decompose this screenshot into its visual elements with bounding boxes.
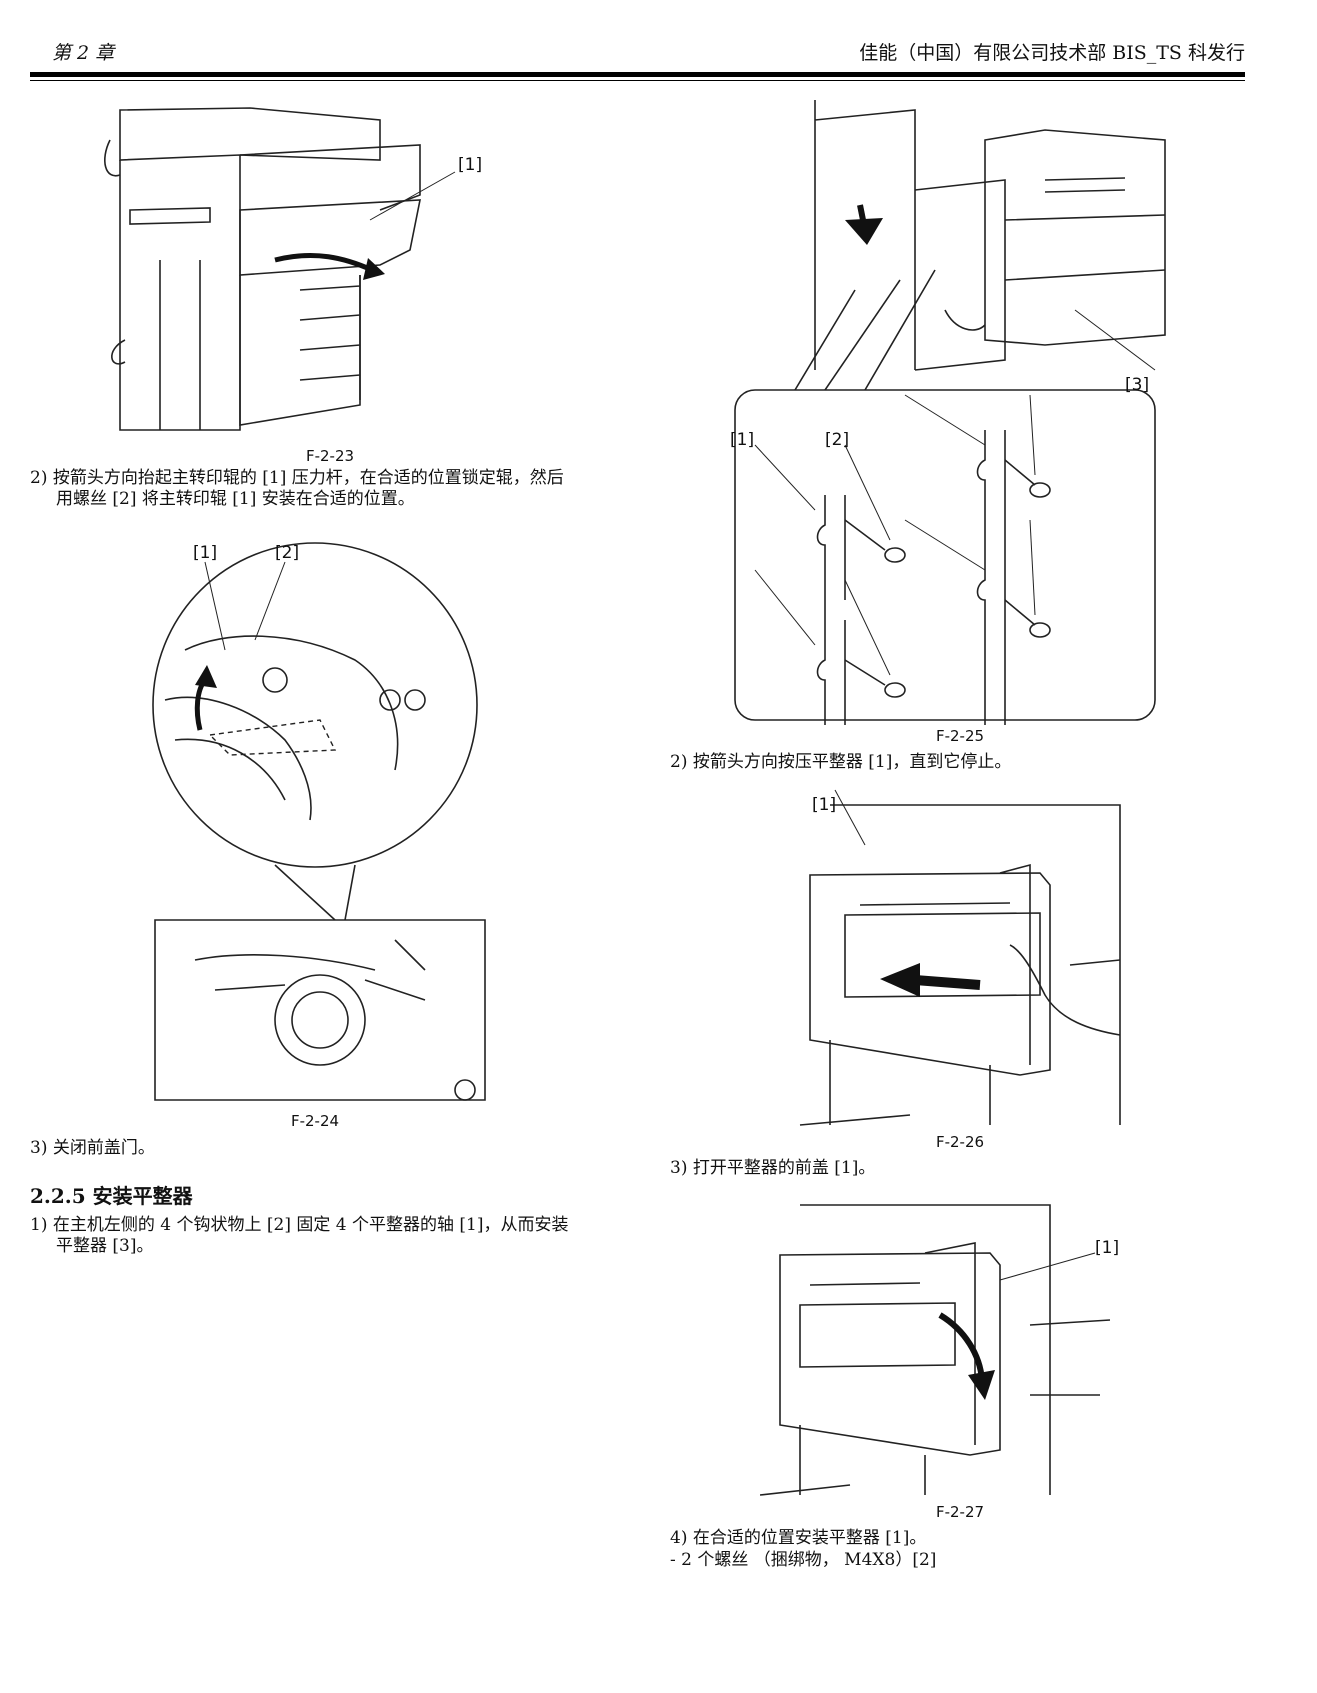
figure-caption: F-2-26	[935, 1133, 985, 1151]
callout-1: [1]	[812, 795, 836, 815]
header-rule	[30, 72, 1245, 77]
screw-list-item: - 2 个螺丝 （捆绑物， M4X8）[2]	[670, 1550, 937, 1570]
chapter-label: 第 2 章	[52, 42, 115, 64]
publisher-label: 佳能（中国）有限公司技术部 BIS_TS 科发行	[859, 42, 1245, 64]
figure-caption: F-2-24	[290, 1112, 340, 1130]
step-3-instruction: 3) 打开平整器的前盖 [1]。	[670, 1158, 876, 1178]
section-title: 2.2.5 安装平整器	[30, 1184, 193, 1208]
callout-3: [3]	[1125, 375, 1149, 395]
figure-open-finisher-cover: [1]	[760, 1204, 1119, 1496]
figure-copier-front-door: [1]	[104, 107, 482, 431]
callout-1: [1]	[193, 543, 217, 563]
step-2-instruction: 2) 按箭头方向按压平整器 [1]，直到它停止。	[670, 752, 1012, 772]
step-1-instruction: 1) 在主机左侧的 4 个钩状物上 [2] 固定 4 个平整器的轴 [1]，从而…	[30, 1215, 569, 1256]
step-4-instruction: 4) 在合适的位置安装平整器 [1]。	[670, 1528, 927, 1548]
callout-1: [1]	[458, 155, 482, 175]
figure-caption: F-2-25	[935, 727, 985, 745]
figure-caption: F-2-27	[935, 1503, 985, 1521]
figure-push-finisher: [1]	[799, 789, 1121, 1126]
callout-2: [2]	[825, 430, 849, 450]
step-2-instruction: 2) 按箭头方向抬起主转印辊的 [1] 压力杆，在合适的位置锁定辊，然后 用螺丝…	[30, 468, 564, 509]
callout-2: [2]	[275, 543, 299, 563]
callout-1: [1]	[1095, 1238, 1119, 1258]
figure-finisher-hooks: [1] [2] [3]	[730, 100, 1166, 725]
figure-transfer-roller: [1] [2]	[152, 542, 486, 1101]
callout-1: [1]	[730, 430, 754, 450]
step-3-instruction: 3) 关闭前盖门。	[30, 1138, 155, 1158]
figure-caption: F-2-23	[305, 447, 355, 465]
header-rule-thin	[30, 80, 1245, 81]
